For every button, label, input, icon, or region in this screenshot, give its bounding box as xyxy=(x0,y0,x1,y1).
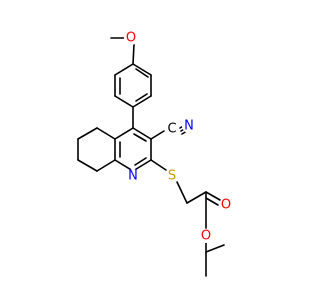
bond-c2-s xyxy=(150,159,167,171)
bond-n1-c8a xyxy=(114,159,134,172)
atom-ester-oxygen: O xyxy=(199,229,213,244)
bond-carbonyl-o-double-b xyxy=(205,197,219,206)
ester-oxygen-label: O xyxy=(201,229,211,244)
bond-c7-c8 xyxy=(77,159,98,172)
atom-thioether-sulfur: S xyxy=(165,169,179,184)
atom-pyridine-nitrogen: N xyxy=(126,169,140,184)
bond-ar3-ar4-double xyxy=(135,93,148,102)
bond-ar3-ar4 xyxy=(132,95,152,108)
bond-carbonyl-o-double-a xyxy=(205,191,221,201)
bond-layer xyxy=(77,37,225,277)
structure-drawing: O C N S N O O xyxy=(77,31,233,277)
atom-nitrile-nitrogen: N xyxy=(182,119,196,134)
bond-ar1-ar2 xyxy=(132,63,152,76)
molecule-canvas: O C N S N O O xyxy=(77,31,233,277)
thioether-sulfur-label: S xyxy=(168,169,176,184)
bond-s-ch2 xyxy=(176,181,188,204)
bond-ar4-ar5 xyxy=(114,95,134,108)
atom-nitrile-carbon: C xyxy=(165,122,179,137)
bond-c2-n1 xyxy=(132,159,152,172)
bond-c4a-c5 xyxy=(96,127,116,140)
nitrile-nitrogen-label: N xyxy=(184,119,194,134)
bond-ar1-ar2-double xyxy=(135,68,149,78)
bond-c4a-c4 xyxy=(114,127,134,140)
bond-c5-c6 xyxy=(77,127,98,140)
pyridine-nitrogen-label: N xyxy=(128,169,138,184)
bond-c4-c3 xyxy=(132,127,152,140)
bond-ch2-carbonyl xyxy=(186,191,207,204)
bond-ar6-ar1 xyxy=(114,63,134,76)
nitrile-carbon-label: C xyxy=(167,122,176,137)
bond-isopropyl-methyl-a xyxy=(205,244,225,253)
methoxy-oxygen-label: O xyxy=(126,31,136,46)
bond-c4-c3-double xyxy=(133,133,147,142)
bond-c3-cn xyxy=(150,130,165,140)
bond-c2-n1-double xyxy=(134,157,147,166)
bond-c8-c8a xyxy=(96,159,116,172)
atom-label-layer: O C N S N O O xyxy=(124,31,233,244)
carbonyl-oxygen-label: O xyxy=(221,198,231,213)
atom-carbonyl-oxygen: O xyxy=(219,198,233,213)
bond-o-ring xyxy=(132,43,135,65)
atom-methoxy-oxygen: O xyxy=(124,31,138,46)
